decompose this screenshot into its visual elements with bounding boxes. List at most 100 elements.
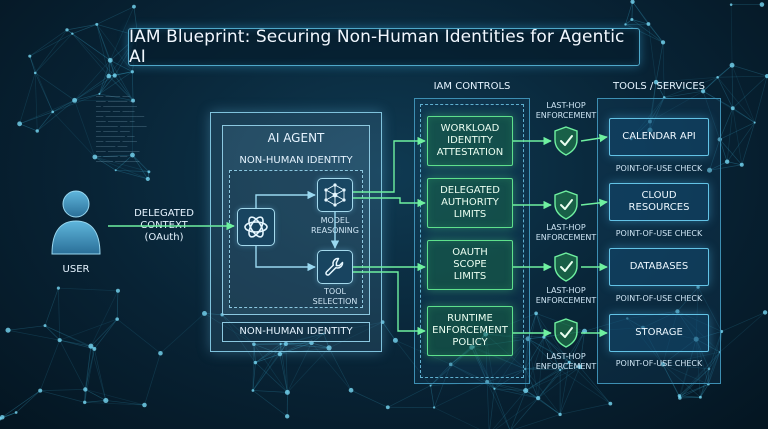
network-link	[84, 389, 86, 403]
network-node	[72, 97, 78, 103]
network-node	[392, 337, 398, 343]
non-human-identity-label: NON-HUMAN IDENTITY	[239, 155, 353, 166]
network-link	[311, 342, 330, 349]
network-link	[450, 333, 486, 365]
network-link	[702, 90, 755, 123]
network-link	[560, 403, 611, 415]
network-node	[483, 331, 489, 337]
network-link	[487, 368, 526, 383]
network-link	[642, 327, 697, 340]
network-node	[577, 364, 583, 370]
network-link	[709, 139, 721, 171]
point-of-use-check-1: POINT-OF-USE CHECK	[615, 164, 703, 173]
network-link	[395, 340, 451, 365]
network-link	[679, 351, 721, 397]
wrench-icon	[325, 257, 344, 276]
service-cloud-resources: CLOUD RESOURCES	[609, 183, 709, 221]
network-link	[34, 72, 54, 113]
network-node	[716, 75, 719, 79]
network-link	[543, 336, 570, 363]
network-link	[494, 338, 529, 389]
network-link	[537, 366, 581, 399]
network-node	[158, 350, 163, 356]
network-node	[131, 98, 135, 103]
network-link	[99, 75, 110, 95]
network-link	[648, 24, 657, 83]
network-link	[695, 339, 710, 369]
network-link	[72, 24, 97, 35]
network-link	[39, 340, 61, 391]
network-link	[58, 287, 118, 292]
network-link	[395, 340, 431, 386]
network-node	[660, 40, 666, 45]
network-node	[630, 17, 634, 22]
network-link	[94, 156, 148, 180]
network-link	[94, 318, 118, 350]
network-link	[677, 311, 721, 353]
network-link	[732, 108, 743, 165]
network-link	[709, 164, 742, 171]
enforcement-label-4: LAST-HOP ENFORCEMENT	[534, 352, 598, 372]
network-link	[93, 348, 107, 401]
network-node	[28, 54, 32, 58]
network-node	[65, 28, 69, 32]
network-link	[584, 327, 643, 332]
network-link	[537, 337, 545, 399]
network-link	[252, 353, 281, 391]
network-link	[702, 91, 721, 140]
network-link	[524, 338, 529, 370]
shield-check-icon	[554, 252, 578, 282]
network-link	[695, 339, 709, 385]
network-node	[107, 57, 113, 63]
network-link	[537, 362, 570, 399]
network-node	[83, 400, 87, 405]
network-link	[471, 347, 526, 370]
control-oauth-scope-limits: OAUTH SCOPE LIMITS	[427, 240, 513, 290]
model-reasoning-label: MODEL REASONING	[302, 216, 368, 236]
network-node	[279, 342, 282, 346]
network-link	[630, 129, 651, 140]
network-link	[486, 338, 529, 383]
network-node	[132, 4, 136, 9]
network-node	[700, 89, 706, 94]
network-link	[19, 123, 38, 132]
network-link	[524, 313, 537, 370]
control-runtime-enforcement-policy: RUNTIME ENFORCEMENT POLICY	[427, 306, 513, 356]
network-link	[285, 342, 312, 345]
network-link	[430, 346, 474, 386]
network-node	[147, 170, 151, 174]
network-link	[679, 339, 697, 396]
control-delegated-authority-limits: DELEGATED AUTHORITY LIMITS	[427, 178, 513, 228]
network-node	[753, 121, 756, 124]
network-link	[44, 325, 60, 341]
network-link	[253, 344, 256, 363]
network-link	[255, 343, 281, 363]
network-node	[629, 137, 633, 141]
network-node	[524, 367, 527, 371]
network-link	[29, 56, 36, 73]
network-link	[2, 412, 17, 418]
network-link	[525, 369, 561, 391]
network-node	[764, 73, 768, 79]
non-human-identity-footer-label: NON-HUMAN IDENTITY	[239, 326, 353, 337]
network-link	[96, 24, 111, 61]
network-link	[96, 24, 116, 76]
network-link	[90, 290, 119, 347]
network-link	[537, 369, 561, 399]
network-link	[84, 348, 95, 390]
network-link	[84, 346, 92, 390]
network-link	[85, 389, 106, 401]
network-link	[430, 385, 435, 408]
network-link	[487, 381, 539, 399]
enforcement-label-3: LAST-HOP ENFORCEMENT	[534, 286, 598, 306]
network-node	[678, 396, 682, 400]
network-link	[29, 29, 68, 57]
network-link	[485, 313, 537, 335]
network-link	[559, 362, 570, 371]
network-link	[59, 339, 91, 347]
network-link	[0, 390, 41, 420]
network-link	[99, 60, 111, 95]
network-link	[627, 318, 644, 328]
network-link	[328, 347, 352, 391]
network-link	[726, 122, 755, 162]
